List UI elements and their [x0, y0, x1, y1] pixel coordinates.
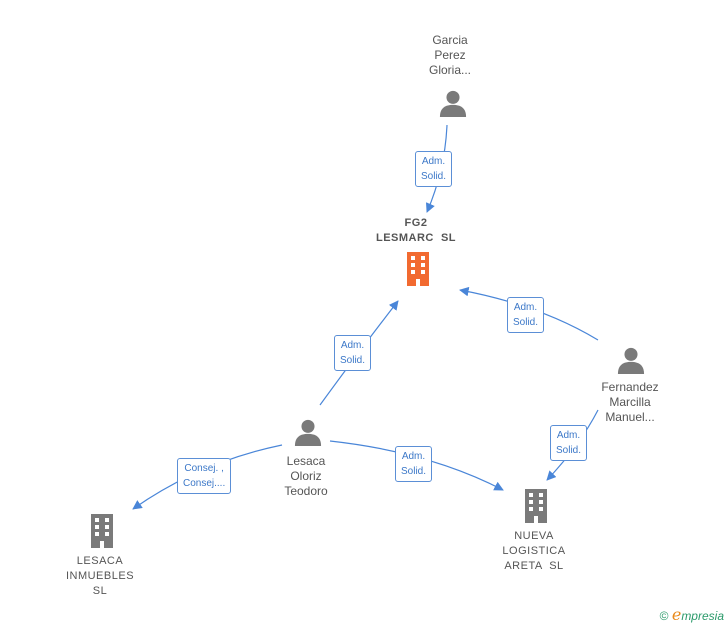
edge-label-line: Adm.	[513, 302, 538, 313]
main-company-building-icon[interactable]	[407, 252, 429, 286]
edge-label-line: Consej....	[183, 478, 226, 489]
edge-label-line: Adm.	[421, 156, 446, 167]
node-label-fernandez[interactable]: Fernandez Marcilla Manuel...	[580, 380, 680, 425]
node-label-lesaca-person[interactable]: Lesaca Oloriz Teodoro	[256, 454, 356, 499]
label-line: Lesaca	[286, 454, 326, 468]
building-icon[interactable]	[91, 514, 113, 548]
label-line: FG2	[404, 217, 428, 229]
label-line: SL	[92, 585, 108, 597]
label-line: LOGISTICA	[502, 545, 566, 557]
label-line: ARETA SL	[504, 560, 564, 572]
edge-label-lesaca-inmuebles[interactable]: Consej. , Consej....	[177, 458, 232, 494]
label-line: Marcilla	[609, 395, 651, 409]
edge-label-line: Solid.	[340, 355, 366, 366]
node-label-garcia[interactable]: Garcia Perez Gloria...	[400, 33, 500, 78]
person-icon[interactable]	[294, 419, 322, 446]
label-line: Garcia	[432, 33, 468, 47]
edge-label-line: Solid.	[513, 317, 539, 328]
label-line: LESMARC SL	[375, 232, 457, 244]
edge-label-line: Consej. ,	[184, 463, 224, 474]
nodes-layer	[91, 90, 645, 548]
label-line: Gloria...	[428, 63, 471, 77]
edge-label-line: Adm.	[556, 430, 581, 441]
edge-label-fernandez-nueva[interactable]: Adm. Solid.	[550, 425, 588, 461]
empresia-watermark: © empresia	[660, 605, 724, 624]
node-label-lesaca-inmuebles[interactable]: LESACA INMUEBLES SL	[50, 554, 150, 599]
building-icon[interactable]	[525, 489, 547, 523]
label-line: Teodoro	[284, 484, 328, 498]
label-line: NUEVA	[514, 530, 554, 542]
empresia-logo-letter: e	[671, 605, 682, 624]
copyright-icon: ©	[659, 609, 669, 623]
label-line: LESACA	[76, 555, 124, 567]
node-label-fg2[interactable]: FG2 LESMARC SL	[356, 216, 476, 246]
edge-label-line: Adm.	[401, 451, 426, 462]
node-label-nueva-logistica[interactable]: NUEVA LOGISTICA ARETA SL	[484, 529, 584, 574]
label-line: Perez	[434, 48, 466, 62]
person-icon[interactable]	[617, 347, 645, 374]
edge-label-lesaca-nueva[interactable]: Adm. Solid.	[395, 446, 433, 482]
edge-label-line: Solid.	[401, 466, 427, 477]
edge-label-fernandez-fg2[interactable]: Adm. Solid.	[507, 297, 545, 333]
edge-label-garcia-fg2[interactable]: Adm. Solid.	[415, 151, 453, 187]
empresia-logo-text: mpresia	[681, 609, 724, 623]
label-line: Manuel...	[605, 410, 655, 424]
edge-label-line: Adm.	[340, 340, 365, 351]
edge-label-line: Solid.	[556, 445, 582, 456]
edge-label-lesaca-fg2[interactable]: Adm. Solid.	[334, 335, 372, 371]
label-line: Fernandez	[601, 380, 659, 394]
edge-label-line: Solid.	[421, 171, 447, 182]
label-line: INMUEBLES	[65, 570, 135, 582]
person-icon[interactable]	[439, 90, 467, 117]
label-line: Oloriz	[290, 469, 322, 483]
